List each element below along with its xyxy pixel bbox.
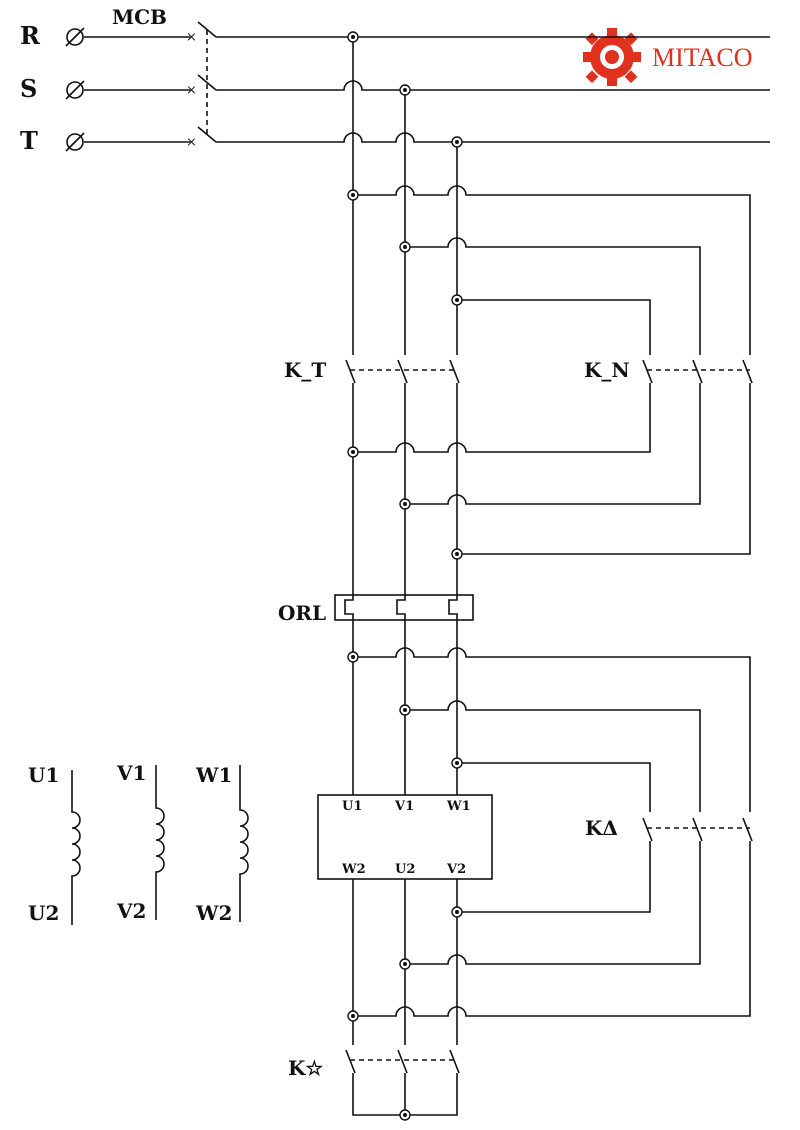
mcb-label: MCB bbox=[112, 5, 167, 29]
terminal-circle-icon bbox=[65, 132, 85, 152]
winding-w: W1 W2 bbox=[195, 763, 249, 925]
terminal-circle-icon bbox=[347, 31, 359, 43]
terminal-circle-icon bbox=[399, 1109, 411, 1121]
junction-nodes bbox=[347, 31, 463, 1121]
motor-windings: U1 U2 V1 V2 W1 W2 bbox=[28, 761, 249, 925]
svg-text:×: × bbox=[186, 83, 197, 98]
winding-u-top: U1 bbox=[28, 763, 59, 787]
phase-s-label: S bbox=[20, 74, 37, 103]
input-terminals bbox=[65, 27, 85, 152]
terminal-circle-icon bbox=[451, 294, 463, 306]
terminal-circle-icon bbox=[399, 498, 411, 510]
terminal-top-1: U1 bbox=[342, 799, 362, 814]
terminal-circle-icon bbox=[65, 80, 85, 100]
brand-logo: MITACO bbox=[583, 28, 752, 86]
k-t-label: K_T bbox=[284, 358, 326, 382]
winding-v-top: V1 bbox=[116, 761, 146, 785]
winding-v: V1 V2 bbox=[116, 761, 165, 923]
k-n-label: K_N bbox=[584, 358, 630, 382]
svg-text:×: × bbox=[186, 135, 197, 150]
winding-u: U1 U2 bbox=[28, 763, 81, 925]
terminal-bottom-3: V2 bbox=[446, 862, 466, 877]
terminal-top-2: V1 bbox=[394, 799, 414, 814]
terminal-bottom-2: U2 bbox=[395, 862, 415, 877]
k-star-label: K☆ bbox=[288, 1056, 323, 1080]
phase-t-label: T bbox=[20, 126, 38, 155]
terminal-circle-icon bbox=[451, 548, 463, 560]
mcb-breaker: × × × bbox=[84, 21, 217, 150]
winding-w-top: W1 bbox=[195, 763, 232, 787]
terminal-circle-icon bbox=[347, 189, 359, 201]
terminal-circle-icon bbox=[347, 1010, 359, 1022]
terminal-circle-icon bbox=[399, 958, 411, 970]
delta-feed bbox=[353, 647, 751, 812]
terminal-circle-icon bbox=[347, 446, 359, 458]
terminal-circle-icon bbox=[451, 136, 463, 148]
terminal-circle-icon bbox=[399, 84, 411, 96]
winding-w-bottom: W2 bbox=[195, 901, 232, 925]
gear-icon bbox=[583, 28, 641, 86]
k-delta-label: KΔ bbox=[585, 816, 618, 840]
terminal-circle-icon bbox=[65, 27, 85, 47]
contactor-k-t: K_T bbox=[284, 358, 460, 595]
terminal-circle-icon bbox=[399, 704, 411, 716]
contactor-k-n: K_N bbox=[353, 358, 753, 555]
terminal-circle-icon bbox=[451, 757, 463, 769]
terminal-bottom-1: W2 bbox=[341, 862, 366, 877]
svg-text:×: × bbox=[186, 30, 197, 45]
terminal-circle-icon bbox=[399, 241, 411, 253]
contactor-k-star: K☆ bbox=[288, 1049, 460, 1116]
terminal-top-3: W1 bbox=[446, 799, 471, 814]
brand-name: MITACO bbox=[652, 43, 752, 72]
reverse-feed bbox=[353, 185, 751, 355]
contactor-k-delta: KΔ bbox=[353, 816, 753, 1017]
winding-u-bottom: U2 bbox=[28, 901, 59, 925]
overload-relay-orl: ORL bbox=[278, 594, 474, 795]
terminal-circle-icon bbox=[347, 651, 359, 663]
orl-label: ORL bbox=[278, 601, 326, 625]
winding-v-bottom: V2 bbox=[116, 899, 146, 923]
phase-r-label: R bbox=[20, 21, 41, 50]
terminal-circle-icon bbox=[451, 906, 463, 918]
